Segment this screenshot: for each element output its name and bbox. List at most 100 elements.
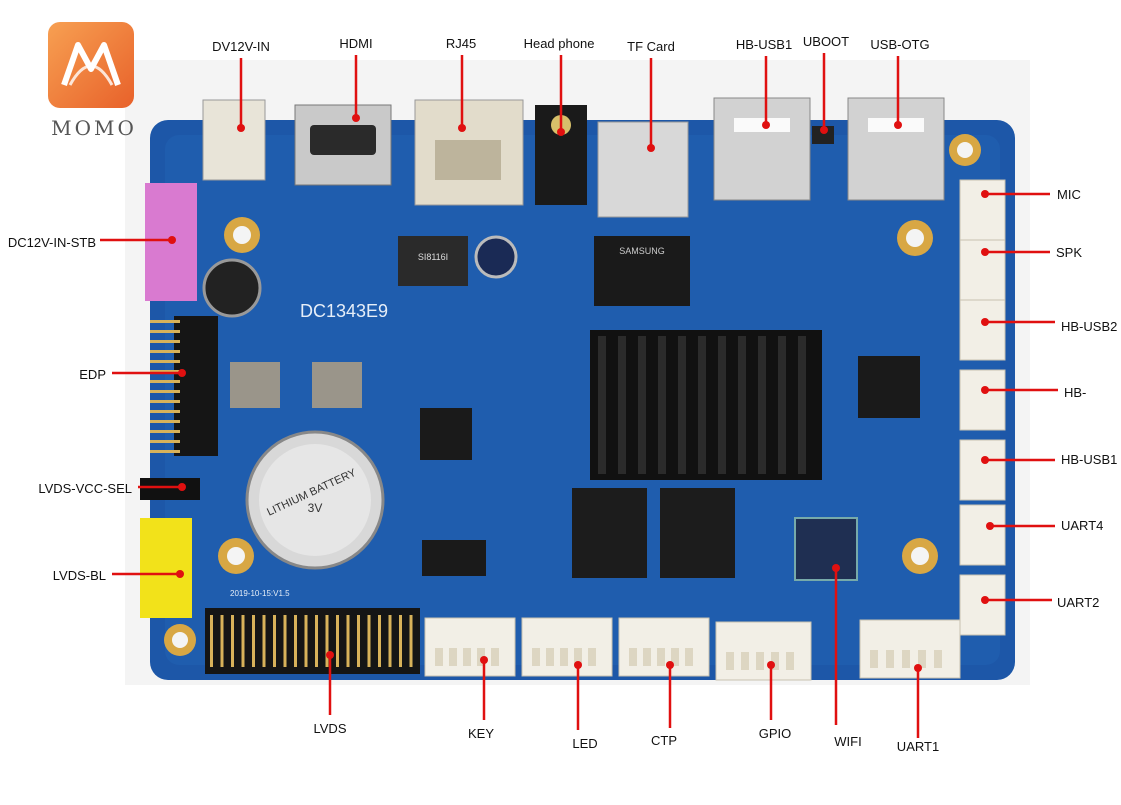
lvds-pin (252, 615, 255, 667)
lvds-pin (304, 615, 308, 667)
label-hb: HB- (1064, 385, 1087, 400)
serial-chip (422, 540, 486, 576)
lvds-pin (388, 615, 392, 667)
label-wifi: WIFI (834, 734, 862, 749)
label-edp: EDP (79, 367, 106, 382)
board-date-silk: 2019-10-15:V1.5 (230, 589, 290, 598)
connector-slot (918, 650, 926, 668)
callout-dot (914, 664, 922, 672)
uboot-button (812, 126, 834, 144)
callout-dot (168, 236, 176, 244)
edp-pin (150, 450, 180, 453)
callout-dot (178, 369, 186, 377)
label-led: LED (572, 736, 598, 751)
usb1-port (713, 97, 811, 201)
ram-chip (572, 488, 647, 578)
connector-slot (532, 648, 540, 666)
callout-dot (176, 570, 184, 578)
label-spk: SPK (1056, 245, 1083, 260)
label-key: KEY (467, 726, 495, 741)
label-hdmi: HDMI (339, 36, 373, 51)
label-mic: MIC (1057, 187, 1081, 202)
connector-slot (491, 648, 499, 666)
callout-dot (820, 126, 828, 134)
capacitor (474, 235, 518, 279)
connector-slot (726, 652, 734, 670)
heatsink-fin (758, 336, 766, 474)
inductor (312, 362, 362, 408)
tf-card-slot (597, 121, 689, 218)
label-dc12v-in-stb: DC12V-IN-STB (7, 235, 96, 250)
callout-dot (981, 456, 989, 464)
lvds-header-body (205, 608, 420, 674)
label-lvds: LVDS (313, 721, 347, 736)
heatsink-fin (658, 336, 666, 474)
heatsink-fin (718, 336, 726, 474)
edp-pin (150, 370, 180, 373)
callout-dot (666, 661, 674, 669)
label-head-phone: Head phone (523, 36, 595, 51)
connector-slot (643, 648, 651, 666)
lvds-pin (210, 615, 213, 667)
connector-slot (657, 648, 665, 666)
bottom-connector (859, 619, 961, 679)
connector-slot (477, 648, 485, 666)
connector-slot (886, 650, 894, 668)
callout-dot (557, 128, 565, 136)
connector-slot (671, 648, 679, 666)
logo-mark (48, 22, 134, 108)
label-gpio: GPIO (758, 726, 792, 741)
connector-slot (574, 648, 582, 666)
bottom-connector (424, 617, 516, 677)
callout-dot (981, 248, 989, 256)
heatsink-fin (618, 336, 626, 474)
connector-slot (449, 648, 457, 666)
connector-slot (902, 650, 910, 668)
lvds-header (205, 608, 420, 674)
edp-pin (150, 340, 180, 343)
label-uart1: UART1 (896, 739, 940, 754)
callout-dot (832, 564, 840, 572)
callout-dot (574, 661, 582, 669)
lvds-pin (378, 615, 381, 667)
label-hb-usb2: HB-USB2 (1061, 319, 1118, 334)
connector-slot (463, 648, 471, 666)
heatsink-fin (778, 336, 786, 474)
connector-slot (546, 648, 554, 666)
callout-dot (237, 124, 245, 132)
callout-dot (894, 121, 902, 129)
heatsink-fin (698, 336, 706, 474)
brand-logo: MOMO (48, 22, 140, 140)
connector-slot (435, 648, 443, 666)
edp-pin (150, 400, 180, 403)
label-dv12v-in: DV12V-IN (212, 39, 270, 54)
connector-slot (756, 652, 764, 670)
side-connector (959, 574, 1006, 636)
side-connector (959, 504, 1006, 566)
callout-dot (981, 386, 989, 394)
label-tf-card: TF Card (627, 39, 675, 54)
lvds-pin (231, 615, 234, 667)
emmc-text: SAMSUNG (619, 246, 665, 256)
lvds-pin (357, 615, 360, 667)
callout-dot (767, 661, 775, 669)
heatsink-fin (598, 336, 606, 474)
lvds-pin (315, 615, 318, 667)
edp-header (150, 316, 218, 456)
heatsink-fin (638, 336, 646, 474)
capacitor (202, 258, 262, 318)
connector-slot (741, 652, 749, 670)
heatsink-fin (678, 336, 686, 474)
lvds-pin (241, 615, 245, 667)
eth-transformer (398, 236, 468, 286)
side-connector (959, 369, 1006, 431)
wifi-module (794, 517, 858, 581)
side-connector (959, 299, 1006, 361)
edp-header-body (174, 316, 218, 456)
bottom-connector (618, 617, 710, 677)
rj45-port (414, 99, 524, 206)
edp-pin (150, 390, 180, 393)
board-model-silk: DC1343E9 (300, 301, 388, 321)
